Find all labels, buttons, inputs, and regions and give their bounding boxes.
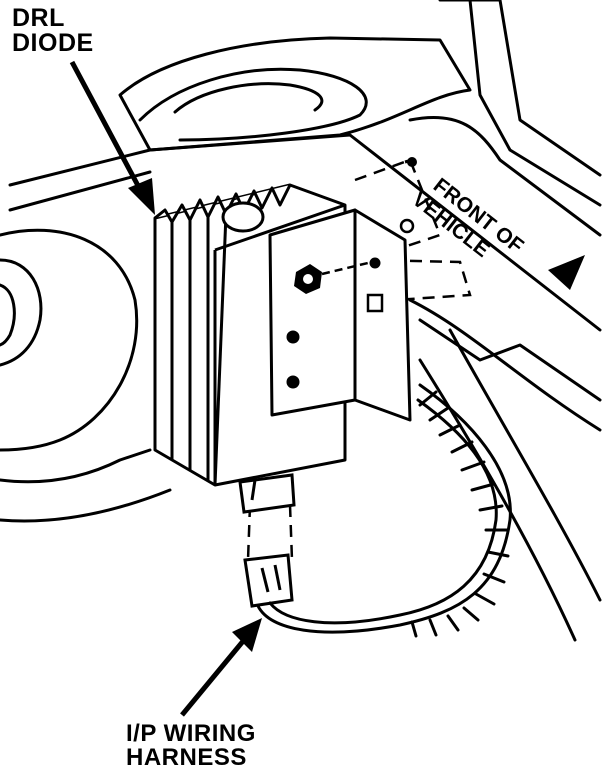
left-lower-curve-2 <box>0 488 172 523</box>
beam-lower-2 <box>418 318 602 402</box>
harness-connector <box>243 553 294 608</box>
mount-guide-1 <box>354 158 442 252</box>
front-direction-arrow <box>548 255 585 290</box>
drl-diode-label-line1: DRL <box>12 4 65 32</box>
left-bowl <box>0 228 139 452</box>
upper-edge <box>438 0 602 177</box>
beam-top <box>8 133 602 332</box>
harness-leader <box>180 618 262 717</box>
ip-wiring-harness-label: I/P WIRING HARNESS <box>126 722 256 770</box>
beam-bottom <box>8 170 152 212</box>
right-lower-edge-2 <box>418 358 577 642</box>
upper-rail <box>408 115 602 237</box>
right-lower-edge <box>448 328 602 602</box>
mount-guide-2 <box>369 258 472 302</box>
drl-diode-leader <box>69 60 155 215</box>
upper-edge-2 <box>468 0 602 207</box>
panel-outline <box>118 36 472 152</box>
connector-guide-left <box>246 504 252 561</box>
drl-diode-label: DRL DIODE <box>12 6 94 56</box>
panel-curve-inner <box>138 67 368 142</box>
wiring-harness <box>256 383 512 638</box>
drl-diode-label-line2: DIODE <box>12 29 94 57</box>
left-lower-curve <box>0 448 152 484</box>
harness-label-line2: HARNESS <box>126 744 247 771</box>
beam-lower <box>408 298 602 432</box>
panel-curve-2 <box>173 82 324 114</box>
diode-connector <box>238 473 296 514</box>
harness-label-line1: I/P WIRING <box>126 720 256 747</box>
connector-guide-right <box>288 504 294 561</box>
left-bowl-inner-2 <box>0 283 16 347</box>
left-bowl-inner <box>0 258 43 367</box>
mounting-bolt <box>294 157 417 313</box>
mounting-bracket <box>268 208 412 422</box>
